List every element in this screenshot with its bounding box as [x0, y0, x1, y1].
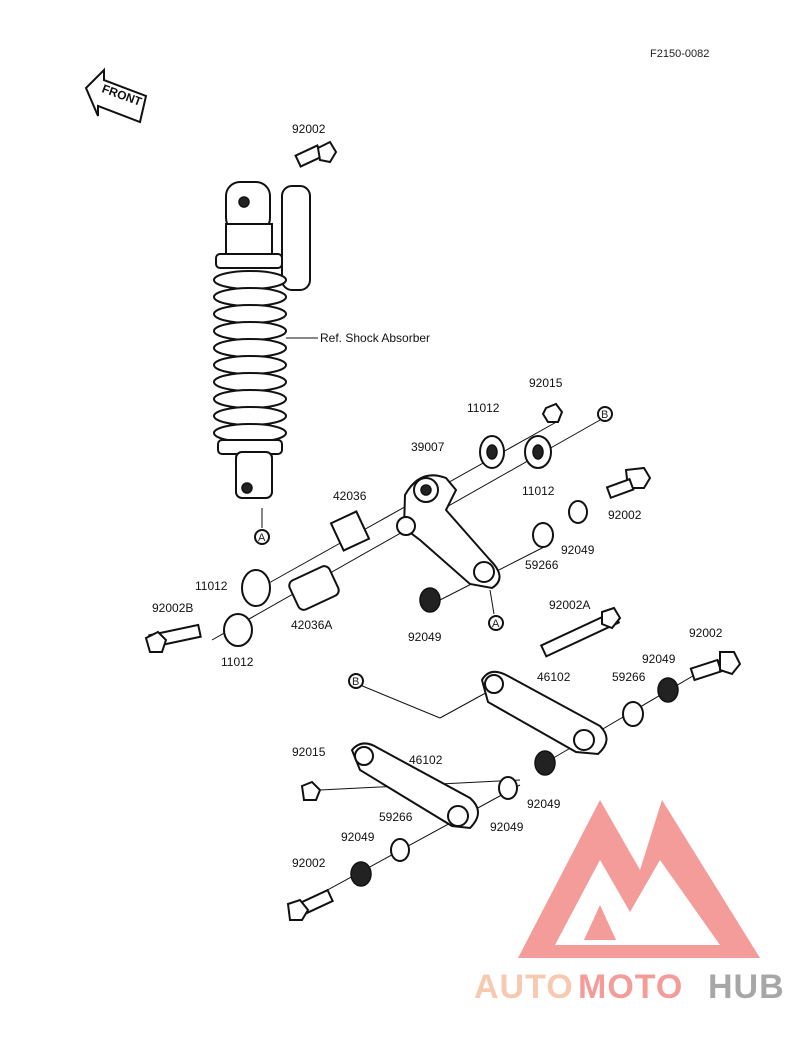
part-label: 42036A: [291, 618, 332, 632]
logo-text-moto: MOTO: [578, 968, 683, 1006]
bolt-92002b: [144, 623, 202, 653]
bolt-92002-right: [605, 466, 652, 500]
shock-absorber: [213, 140, 338, 499]
part-label: 92002: [608, 508, 642, 522]
nut-92015-lower: [300, 780, 322, 801]
collar-42036a: [288, 565, 340, 611]
bushing-59266-lower-right: [622, 701, 644, 727]
logo-text-hub: HUB: [708, 968, 785, 1006]
bolt-92002a: [539, 606, 622, 658]
washer-11012-bottom: [223, 613, 253, 647]
nut-92015-top: [541, 402, 564, 423]
part-label: 92002: [292, 122, 326, 136]
front-arrow-icon: FRONT: [84, 67, 148, 124]
part-labels: 92002 11012 92015 39007 11012 42036 9200…: [152, 122, 723, 870]
part-label: 39007: [411, 440, 445, 454]
part-label: 11012: [467, 401, 500, 415]
bushing-92049-lower-right: [657, 677, 679, 703]
part-label: 92002: [689, 626, 723, 640]
part-label: 92049: [561, 543, 595, 557]
ref-marker: A: [258, 532, 266, 544]
part-label: 92049: [642, 652, 676, 666]
tie-rod-lower: [350, 742, 479, 830]
part-label: 46102: [409, 753, 443, 767]
part-label: 92002: [292, 856, 326, 870]
bushing-59266-mid: [532, 522, 554, 548]
part-label: 92015: [529, 376, 563, 390]
bolt-92002-bottom: [286, 888, 334, 921]
part-label: 92002A: [549, 598, 590, 612]
automotohub-logo: AUTO MOTO HUB: [474, 800, 785, 1006]
part-label: 11012: [221, 655, 254, 669]
part-label: 92049: [408, 630, 442, 644]
oil-seal-right: [524, 435, 552, 469]
part-label: 92049: [490, 820, 524, 834]
ref-marker: A: [492, 618, 500, 630]
ref-markers: A A B B: [254, 406, 613, 689]
bushing-92049-mid-right: [568, 500, 588, 524]
part-label: 92002B: [152, 601, 193, 615]
part-label: 11012: [522, 484, 555, 498]
bushing-92049-mid: [419, 587, 441, 613]
part-label: 92049: [341, 830, 375, 844]
bushing-92049-lower-center: [498, 776, 518, 800]
part-label: 92015: [292, 745, 326, 759]
ref-marker: B: [601, 409, 608, 421]
part-label: 59266: [525, 558, 559, 572]
part-label: 92049: [527, 797, 561, 811]
figure-code: F2150-0082: [650, 48, 709, 60]
oil-seal-upper: [479, 435, 505, 469]
part-label: 42036: [333, 489, 367, 503]
washer-11012-left: [241, 569, 271, 607]
rocker-arm: [396, 474, 501, 590]
collar-42036: [329, 510, 371, 552]
bushing-92049-bottom: [350, 861, 372, 887]
part-label: 59266: [612, 670, 646, 684]
part-label: 59266: [379, 810, 413, 824]
ref-shock-absorber-label: Ref. Shock Absorber: [320, 331, 430, 345]
bushing-59266-bottom: [390, 838, 410, 862]
part-label: 46102: [537, 670, 571, 684]
bushing-92049-lower-mid: [534, 750, 556, 776]
part-label: 11012: [195, 579, 228, 593]
logo-text-auto: AUTO: [474, 968, 574, 1006]
tie-rod-upper: [480, 670, 608, 756]
bolt-92002-lower-right: [689, 651, 742, 682]
ref-marker: B: [352, 676, 359, 688]
